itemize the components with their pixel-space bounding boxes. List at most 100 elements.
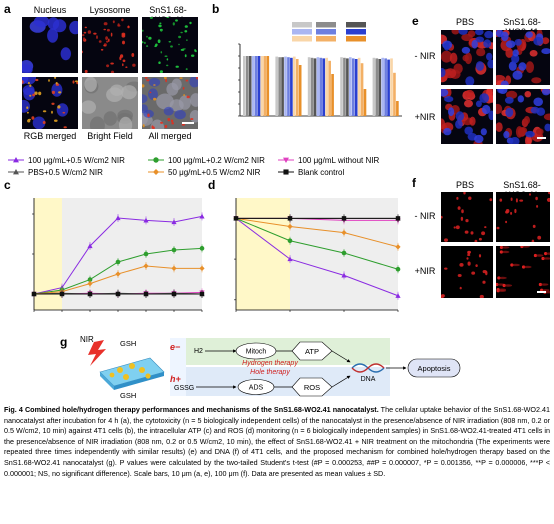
panel-f-label: f	[412, 176, 416, 190]
legend-swatch	[316, 36, 336, 42]
bar	[331, 74, 334, 116]
cell-blob	[462, 54, 469, 62]
data-point	[13, 157, 19, 163]
comet-head	[521, 265, 526, 269]
panel-a-title-nucleus: Nucleus	[33, 5, 67, 15]
comet-tail	[523, 265, 532, 269]
hole-therapy-label: Hole therapy	[250, 369, 290, 376]
cell-blob	[93, 32, 97, 35]
comet-head	[538, 282, 542, 287]
bar	[287, 57, 290, 116]
cell-blob	[84, 77, 97, 92]
cell-blob	[142, 94, 148, 104]
gsh-top-label: GSH	[120, 339, 136, 348]
cell-blob	[166, 64, 169, 67]
cell-blob	[22, 80, 24, 84]
panel-a-title-bright-field: Bright Field	[87, 131, 133, 141]
cell-blob	[153, 84, 156, 86]
cell-blob	[457, 206, 461, 210]
comet-tail	[535, 254, 544, 257]
data-point	[199, 213, 205, 219]
panel-g-label: g	[60, 335, 68, 349]
cell-blob	[178, 43, 180, 46]
cell-blob	[106, 40, 109, 43]
data-point	[287, 223, 293, 230]
cell-blob	[57, 105, 61, 109]
micrograph-all-merged	[142, 77, 198, 129]
cell-blob	[480, 128, 487, 136]
data-point	[283, 157, 289, 163]
comet-tail	[543, 257, 550, 260]
comet-tail	[498, 289, 507, 292]
cell-blob	[103, 22, 108, 26]
cell-blob	[55, 82, 58, 85]
hole-label: h+	[170, 374, 181, 384]
cell-blob	[146, 45, 149, 47]
cell-blob	[484, 226, 487, 229]
cell-blob	[142, 84, 145, 88]
cell-blob	[453, 63, 463, 74]
cell-blob	[178, 35, 182, 39]
cell-blob	[459, 263, 464, 267]
cell-blob	[483, 39, 492, 48]
cell-blob	[119, 116, 133, 129]
cell-blob	[22, 99, 30, 113]
cell-blob	[167, 117, 171, 122]
cell-blob	[157, 39, 161, 43]
bar	[248, 56, 252, 116]
legend-swatch	[346, 36, 366, 42]
cell-blob	[100, 48, 104, 51]
cell-blob	[159, 70, 163, 73]
cell-blob	[35, 78, 39, 82]
bar	[328, 60, 331, 116]
cell-blob	[125, 66, 128, 68]
cell-blob	[475, 30, 484, 36]
cell-blob	[172, 22, 175, 26]
cell-blob	[487, 59, 493, 69]
cell-blob	[121, 85, 137, 100]
cell-blob	[142, 41, 144, 44]
cell-blob	[163, 106, 174, 116]
nir-label: NIR	[80, 335, 94, 344]
cell-blob	[56, 103, 69, 117]
data-point	[153, 157, 159, 163]
bar	[384, 58, 387, 116]
bar	[260, 56, 264, 116]
panel-a-label: a	[4, 2, 11, 16]
micrograph-f-pbs-plus	[441, 246, 493, 298]
cell-blob	[164, 124, 168, 129]
cell-blob	[496, 122, 503, 132]
comet-tail	[545, 252, 550, 255]
cell-blob	[467, 251, 471, 255]
panel-f-col-pbs: PBS	[455, 180, 474, 190]
cell-blob	[496, 74, 506, 82]
cell-blob	[508, 61, 517, 71]
cell-blob	[122, 59, 126, 63]
cell-blob	[541, 89, 550, 96]
bar	[343, 57, 346, 116]
cell-blob	[189, 77, 198, 88]
cell-blob	[486, 52, 493, 61]
cell-blob	[149, 91, 152, 94]
cell-blob	[26, 106, 29, 109]
cell-blob	[481, 104, 491, 115]
cell-blob	[47, 28, 59, 43]
cell-blob	[106, 28, 110, 32]
cell-blob	[441, 215, 443, 219]
cell-blob	[160, 51, 163, 54]
cell-blob	[168, 41, 172, 43]
bar	[310, 57, 314, 116]
cell-blob	[444, 96, 454, 103]
cell-blob	[469, 116, 476, 126]
cell-blob	[178, 95, 191, 110]
cell-blob	[122, 40, 125, 45]
ros-node	[291, 377, 333, 397]
cell-blob	[474, 134, 484, 144]
cell-blob	[180, 31, 183, 34]
cell-blob	[194, 49, 196, 52]
panel-a-title-all-merged: All merged	[148, 131, 192, 141]
cell-blob	[505, 220, 508, 224]
cell-blob	[142, 104, 148, 114]
cell-blob	[182, 48, 186, 50]
cell-blob	[441, 67, 446, 78]
